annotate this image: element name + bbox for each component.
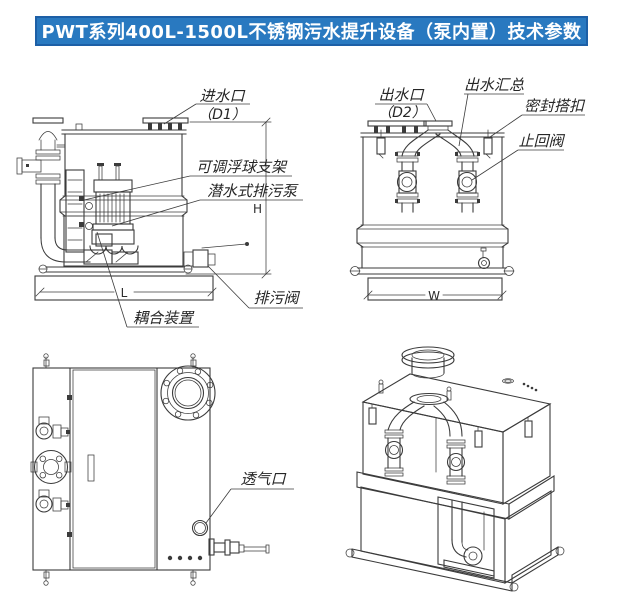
top-view: 透气口 bbox=[30, 353, 294, 586]
dim-w-label: W bbox=[428, 289, 440, 303]
label-vent: 透气口 bbox=[205, 470, 294, 524]
base-frame bbox=[34, 275, 214, 301]
label-pump: 潜水式排污泵 bbox=[111, 182, 303, 227]
side-view: H L 进水口 （D1） 可调浮球支架 bbox=[16, 87, 303, 328]
inlet-flange-circle bbox=[160, 365, 216, 421]
label-coupling: 耦合装置 bbox=[96, 231, 199, 328]
dimension-w: W bbox=[363, 289, 507, 303]
outlet-manifold-label: 出水汇总 bbox=[464, 76, 524, 94]
tank-shell-front bbox=[356, 132, 509, 269]
iso-cutaway-pump bbox=[437, 496, 495, 579]
drain-valve-label: 排污阀 bbox=[253, 289, 300, 307]
discharge-pipe bbox=[16, 117, 91, 263]
vent-port bbox=[191, 519, 209, 537]
side-valve-upper bbox=[35, 395, 72, 440]
check-valve-label: 止回阀 bbox=[518, 132, 565, 150]
float-bracket bbox=[65, 169, 93, 253]
submersible-pump bbox=[89, 163, 139, 255]
outlet-label: 出水口 bbox=[378, 86, 424, 104]
outlet-size-label: （D2） bbox=[378, 105, 426, 121]
outlet-manifold bbox=[395, 129, 480, 213]
label-outlet: 出水口 （D2） bbox=[375, 86, 437, 122]
label-float-bracket: 可调浮球支架 bbox=[83, 158, 292, 201]
side-valve-lower bbox=[35, 489, 72, 537]
iso-base-rails bbox=[345, 546, 565, 592]
inlet-size-label: （D1） bbox=[198, 107, 246, 123]
dim-l-label: L bbox=[121, 286, 128, 300]
pump-label: 潜水式排污泵 bbox=[207, 182, 299, 200]
float-bracket-label: 可调浮球支架 bbox=[196, 158, 288, 176]
drain-valve bbox=[183, 242, 249, 268]
cabinet-outline bbox=[32, 367, 211, 571]
base-front bbox=[367, 277, 503, 301]
small-flange-circle bbox=[30, 449, 72, 485]
iso-manifold bbox=[384, 392, 466, 485]
page-title: PWT系列400L-1500L不锈钢污水提升设备（泵内置）技术参数 bbox=[41, 22, 582, 43]
title-banner: PWT系列400L-1500L不锈钢污水提升设备（泵内置）技术参数 bbox=[35, 16, 588, 46]
iso-lid-details bbox=[378, 378, 538, 401]
vent-label: 透气口 bbox=[240, 470, 286, 488]
inlet-flange bbox=[142, 117, 189, 130]
coupling-label: 耦合装置 bbox=[133, 309, 195, 327]
bottom-rail-front bbox=[349, 247, 515, 276]
coupling-device bbox=[83, 233, 139, 265]
outlet-flange bbox=[367, 120, 453, 133]
dimension-l: L bbox=[35, 286, 217, 300]
label-outlet-manifold: 出水汇总 bbox=[458, 76, 524, 147]
isometric-view bbox=[345, 346, 565, 592]
inlet-label: 进水口 bbox=[199, 87, 245, 105]
bottom-rail bbox=[38, 264, 193, 274]
label-seal-buckle: 密封搭扣 bbox=[489, 97, 586, 138]
iso-tank-body bbox=[356, 373, 555, 584]
seal-buckles bbox=[376, 129, 493, 159]
iso-latches bbox=[368, 403, 533, 448]
iso-top-flange bbox=[401, 346, 455, 379]
dimension-h: H bbox=[185, 117, 272, 279]
label-drain-valve: 排污阀 bbox=[207, 265, 303, 309]
front-view: W 出水口 （D2） 出水汇总 密封搭扣 bbox=[349, 76, 586, 303]
label-inlet: 进水口 （D1） bbox=[163, 87, 250, 125]
seal-buckle-label: 密封搭扣 bbox=[524, 97, 586, 115]
side-drain-assembly bbox=[208, 538, 270, 556]
dim-h-label: H bbox=[253, 202, 262, 216]
tank-shell bbox=[59, 123, 188, 267]
indicator-dots bbox=[167, 555, 203, 561]
label-check-valve: 止回阀 bbox=[471, 132, 565, 181]
